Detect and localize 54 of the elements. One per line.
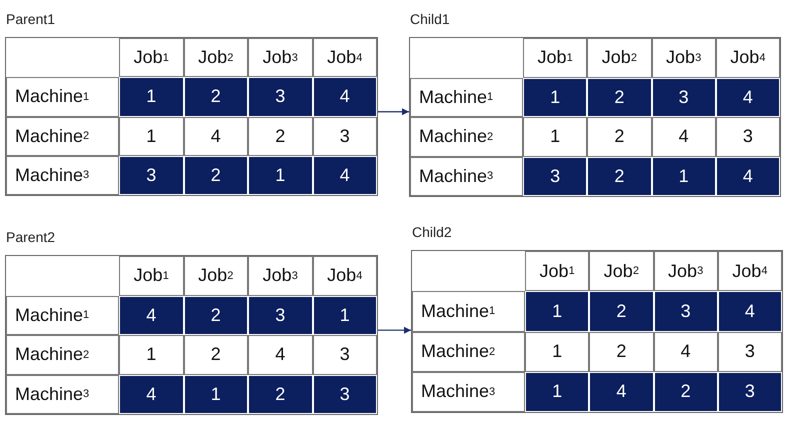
table-cell: 4 [652,117,716,156]
table-title: Parent1 [6,11,56,27]
table-title: Parent2 [6,229,56,245]
table-cell: 3 [312,116,377,156]
table-cell: 4 [654,332,718,372]
table-cell: 1 [184,374,248,414]
table-cell: 3 [718,372,782,412]
arrow [378,108,409,116]
table-cell: 4 [119,296,184,335]
table-cell: 3 [652,78,716,117]
table-cell: 1 [523,117,588,156]
table-cell: 4 [184,116,248,156]
table-cell: 4 [312,156,377,195]
table-cell: 2 [248,116,312,156]
table-cell: 3 [718,332,782,372]
table-title: Child2 [412,224,452,240]
table-cell: 2 [589,291,654,332]
table-cell: 2 [184,335,248,374]
table-cell: 2 [248,374,312,414]
table-cell: 3 [654,291,718,332]
table-cell: 1 [525,291,590,332]
table-cell: 4 [716,78,780,117]
table-cell: 1 [119,116,184,156]
table-cell: 4 [119,374,184,414]
table-cell: 4 [312,77,377,116]
table-cell: 2 [184,156,248,195]
table-cell: 1 [248,156,312,195]
table-cell: 1 [119,335,184,374]
table-cell: 3 [119,156,184,195]
table-cell: 1 [312,296,377,335]
table-cell: 2 [589,332,654,372]
table-cell: 3 [312,335,377,374]
table-cell: 2 [654,372,718,412]
arrow [378,326,411,334]
table-title: Child1 [410,11,450,27]
table-cell: 4 [716,156,780,196]
table-cell: 1 [523,78,588,117]
table-cell: 3 [248,77,312,116]
table-cell: 2 [184,296,248,335]
table-cell: 3 [523,156,588,196]
table-cell: 1 [652,156,716,196]
table-cell: 2 [587,117,652,156]
table-cell: 1 [525,332,590,372]
table-cell: 4 [718,291,782,332]
table-cell: 2 [587,78,652,117]
table-cell: 3 [312,374,377,414]
table-cell: 4 [589,372,654,412]
table-cell: 2 [184,77,248,116]
table-cell: 4 [248,335,312,374]
table-cell: 1 [525,372,590,412]
table-cell: 2 [587,156,652,196]
table-cell: 3 [716,117,780,156]
table-cell: 3 [248,296,312,335]
table-cell: 1 [119,77,184,116]
